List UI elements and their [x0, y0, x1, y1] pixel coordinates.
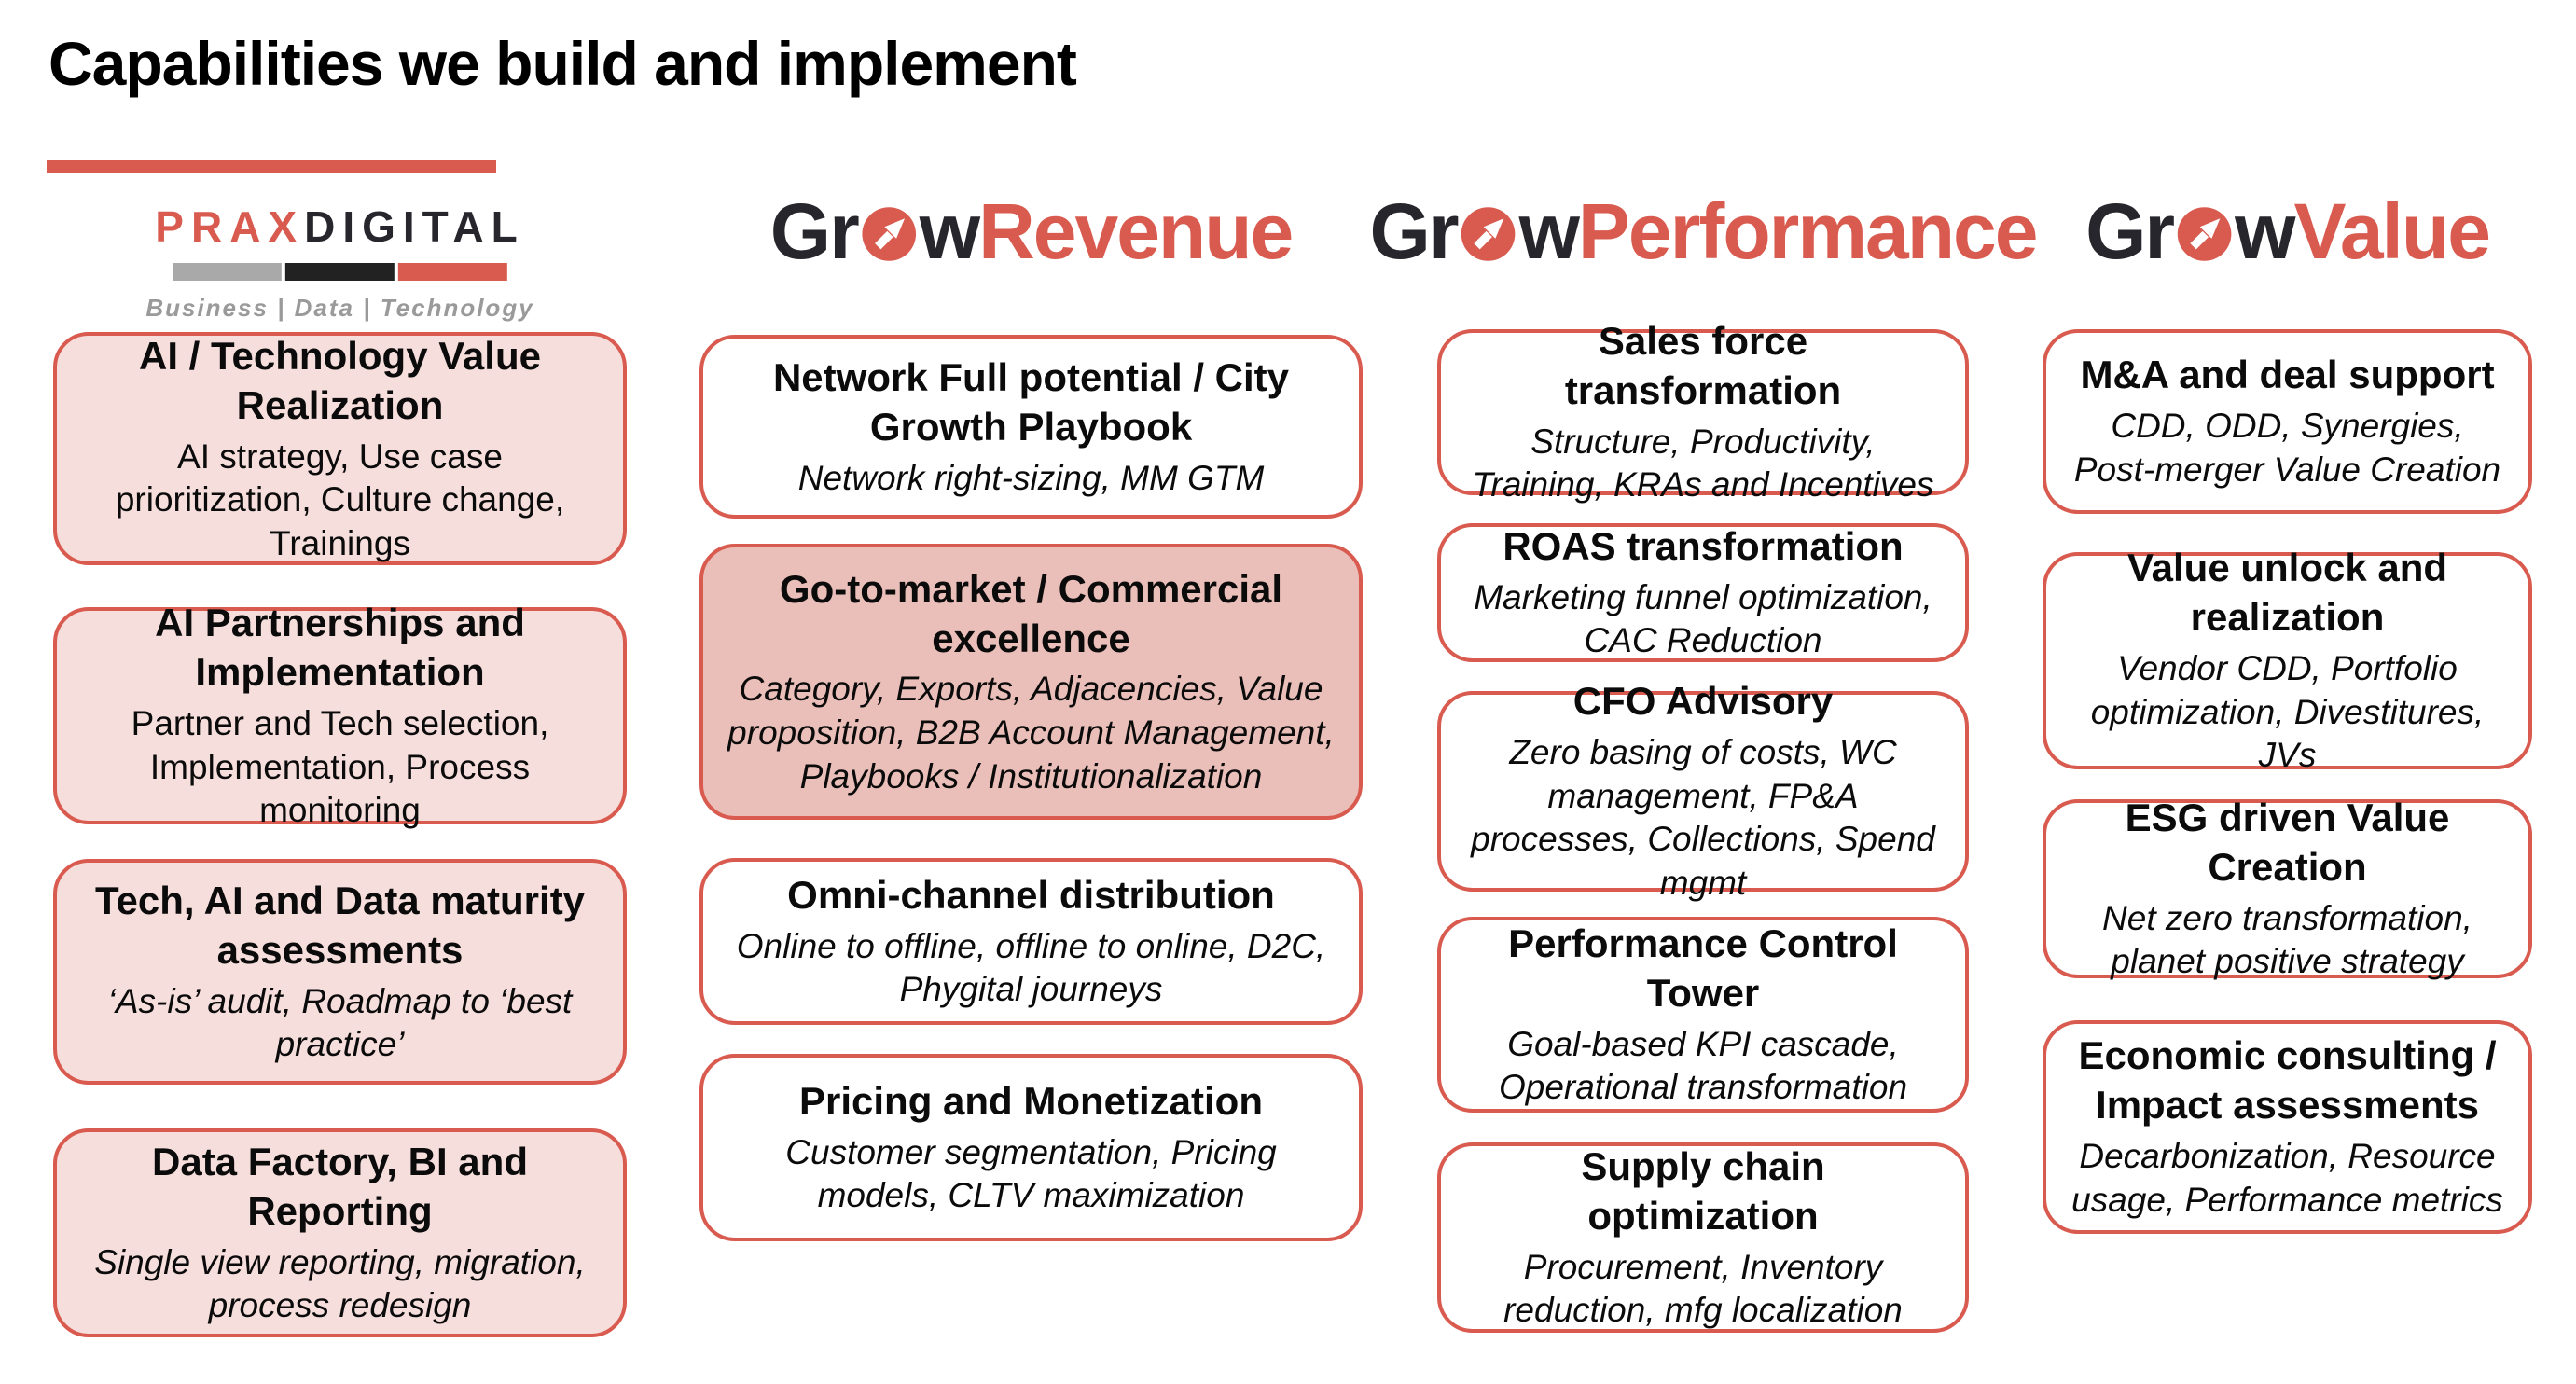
- prax-color-bar-icon: [173, 263, 507, 281]
- capability-card: Tech, AI and Data maturity assessments ‘A…: [53, 859, 627, 1085]
- card-subtitle: Partner and Tech selection, Implementati…: [131, 704, 549, 830]
- prax-bar-gray-segment: [173, 263, 283, 281]
- praxdigital-wordmark: PRAXDIGITAL: [155, 201, 524, 252]
- grow-suffix: w: [919, 187, 980, 275]
- grow-brand-word: Value: [2293, 187, 2490, 275]
- grow-suffix: w: [1518, 187, 1580, 275]
- card-subtitle: Network right-sizing, MM GTM: [797, 458, 1265, 497]
- grow-brand-word: Performance: [1577, 187, 2039, 275]
- grow-arrow-icon: [2176, 206, 2232, 262]
- grow-arrow-icon: [861, 206, 917, 262]
- capability-card: Network Full potential / City Growth Pla…: [699, 335, 1363, 519]
- card-title: Network Full potential / City Growth Pla…: [772, 354, 1290, 449]
- capability-card: Economic consulting / Impact assessments…: [2043, 1020, 2532, 1234]
- prax-bar-black-segment: [285, 263, 395, 281]
- card-title: Pricing and Monetization: [798, 1078, 1263, 1123]
- card-subtitle: Customer segmentation, Pricing models, C…: [785, 1132, 1277, 1215]
- card-title: Omni-channel distribution: [787, 872, 1275, 917]
- card-title: AI / Technology Value Realization: [139, 333, 541, 427]
- card-title: ROAS transformation: [1503, 523, 1904, 568]
- card-subtitle: Zero basing of costs, WC management, FP&…: [1471, 733, 1935, 903]
- grow-prefix: Gr: [1369, 187, 1460, 275]
- card-title: Value unlock and realization: [2126, 546, 2448, 640]
- card-subtitle: Procurement, Inventory reduction, mfg lo…: [1503, 1247, 1903, 1330]
- card-subtitle: Single view reporting, migration, proces…: [94, 1242, 586, 1325]
- grow-arrow-icon: [1461, 206, 1517, 262]
- praxdigital-logo: PRAXDIGITAL Business | Data | Technology: [145, 201, 533, 323]
- grow-prefix: Gr: [769, 187, 860, 275]
- grow-suffix: w: [2235, 187, 2295, 275]
- prax-brand-secondary: DIGITAL: [304, 202, 525, 251]
- card-subtitle: Structure, Productivity, Training, KRAs …: [1472, 422, 1934, 505]
- title-underline: [47, 160, 496, 173]
- card-subtitle: Decarbonization, Resource usage, Perform…: [2071, 1137, 2503, 1219]
- card-title: Economic consulting / Impact assessments: [2078, 1033, 2497, 1128]
- card-subtitle: ‘As-is’ audit, Roadmap to ‘best practice…: [107, 981, 573, 1064]
- prax-bar-red-segment: [397, 263, 507, 281]
- card-subtitle: CDD, ODD, Synergies, Post-merger Value C…: [2073, 407, 2501, 489]
- prax-brand-primary: PRAX: [155, 202, 305, 251]
- card-subtitle: Goal-based KPI cascade, Operational tran…: [1498, 1024, 1908, 1107]
- card-title: Performance Control Tower: [1508, 920, 1898, 1015]
- card-title: CFO Advisory: [1572, 679, 1834, 724]
- card-title: Tech, AI and Data maturity assessments: [94, 878, 586, 972]
- card-subtitle: Net zero transformation, planet positive…: [2102, 898, 2472, 981]
- card-title: ESG driven Value Creation: [2125, 795, 2450, 889]
- card-title: M&A and deal support: [2080, 353, 2495, 397]
- card-subtitle: AI strategy, Use case prioritization, Cu…: [115, 436, 565, 562]
- card-title: Sales force transformation: [1564, 318, 1842, 412]
- capability-column-praxdigital: PRAXDIGITAL Business | Data | Technology…: [53, 0, 627, 1384]
- card-subtitle: Marketing funnel optimization, CAC Reduc…: [1474, 577, 1932, 660]
- grow-prefix: Gr: [2085, 187, 2175, 275]
- page-title: Capabilities we build and implement: [48, 29, 1077, 98]
- card-subtitle: Category, Exports, Adjacencies, Value pr…: [727, 670, 1335, 796]
- card-stack: Network Full potential / City Growth Pla…: [699, 335, 1363, 1241]
- prax-tagline: Business | Data | Technology: [145, 294, 534, 322]
- card-title: Data Factory, BI and Reporting: [152, 1139, 528, 1233]
- card-subtitle: Vendor CDD, Portfolio optimization, Dive…: [2090, 649, 2485, 775]
- card-title: Supply chain optimization: [1581, 1143, 1825, 1238]
- grow-brand-word: Revenue: [978, 187, 1294, 275]
- card-title: AI Partnerships and Implementation: [155, 601, 525, 695]
- card-title: Go-to-market / Commercial excellence: [779, 566, 1283, 660]
- card-subtitle: Online to offline, offline to online, D2…: [736, 926, 1326, 1009]
